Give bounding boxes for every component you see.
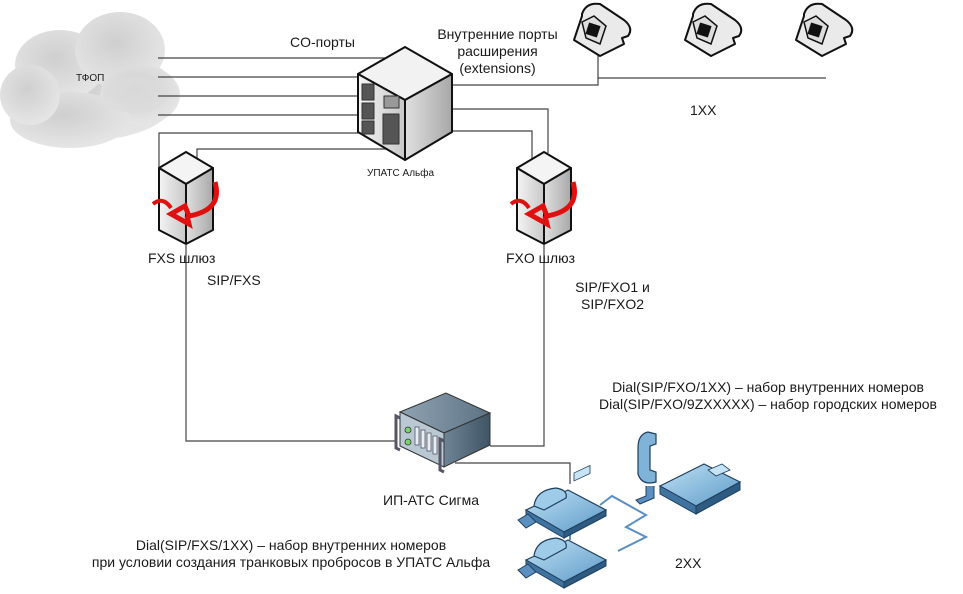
pbx-label: УПАТС Альфа xyxy=(367,168,435,179)
ip-pbx-server xyxy=(394,392,492,474)
fxo-trunk-line-2: SIP/FXO2 xyxy=(580,296,645,312)
fxs-dial-note-1: Dial(SIP/FXS/1XX) – набор внутренних ном… xyxy=(135,537,447,553)
ip-phone-3 xyxy=(635,431,742,515)
pbx-fxo-lines xyxy=(452,108,549,160)
analog-phone-3 xyxy=(795,2,854,57)
extension-line xyxy=(452,55,826,86)
pbx-cabinet xyxy=(357,46,453,161)
fxs-trunk-label: SIP/FXS xyxy=(207,272,261,288)
fxs-dial-notes: Dial(SIP/FXS/1XX) – набор внутренних ном… xyxy=(56,537,526,571)
analog-phone-1 xyxy=(573,2,632,57)
co-port-lines xyxy=(158,57,385,116)
extension-ports-label: Внутренние порты расширения (extensions) xyxy=(425,26,570,77)
fxs-dial-note-2: при условии создания транковых пробросов… xyxy=(91,554,491,570)
sip-trunk-lines xyxy=(185,244,571,484)
ip-phone-1 xyxy=(517,464,608,539)
ip-pbx-label: ИП-АТС Сигма xyxy=(383,492,480,508)
fxo-trunk-line-1: SIP/FXO1 и xyxy=(575,279,650,295)
fxo-dial-note-2: Dial(SIP/FXO/9ZXXXXX) – набор городских … xyxy=(599,396,937,412)
fxo-gateway xyxy=(509,151,577,245)
ext-group-2-label: 2XX xyxy=(675,555,702,571)
extension-ports-line-2: расширения xyxy=(457,43,538,59)
fxo-dial-notes: Dial(SIP/FXO/1XX) – набор внутренних ном… xyxy=(568,379,963,413)
pbx-fxs-lines xyxy=(158,132,390,168)
fxs-gateway xyxy=(151,151,219,245)
ip-phone-2 xyxy=(517,537,608,589)
pstn-label: ТФОП xyxy=(76,73,105,84)
co-ports-label: CO-порты xyxy=(290,34,355,50)
fxo-gateway-label: FXO шлюз xyxy=(506,250,575,266)
fxo-dial-note-1: Dial(SIP/FXO/1XX) – набор внутренних ном… xyxy=(612,379,924,395)
analog-phone-2 xyxy=(684,2,743,57)
pstn-cloud xyxy=(0,12,180,148)
fxo-trunk-label: SIP/FXO1 и SIP/FXO2 xyxy=(565,279,660,313)
extension-ports-line-1: Внутренние порты xyxy=(437,26,558,42)
extension-ports-line-3: (extensions) xyxy=(459,60,536,76)
fxs-gateway-label: FXS шлюз xyxy=(148,250,216,266)
ext-group-1-label: 1XX xyxy=(690,102,717,118)
